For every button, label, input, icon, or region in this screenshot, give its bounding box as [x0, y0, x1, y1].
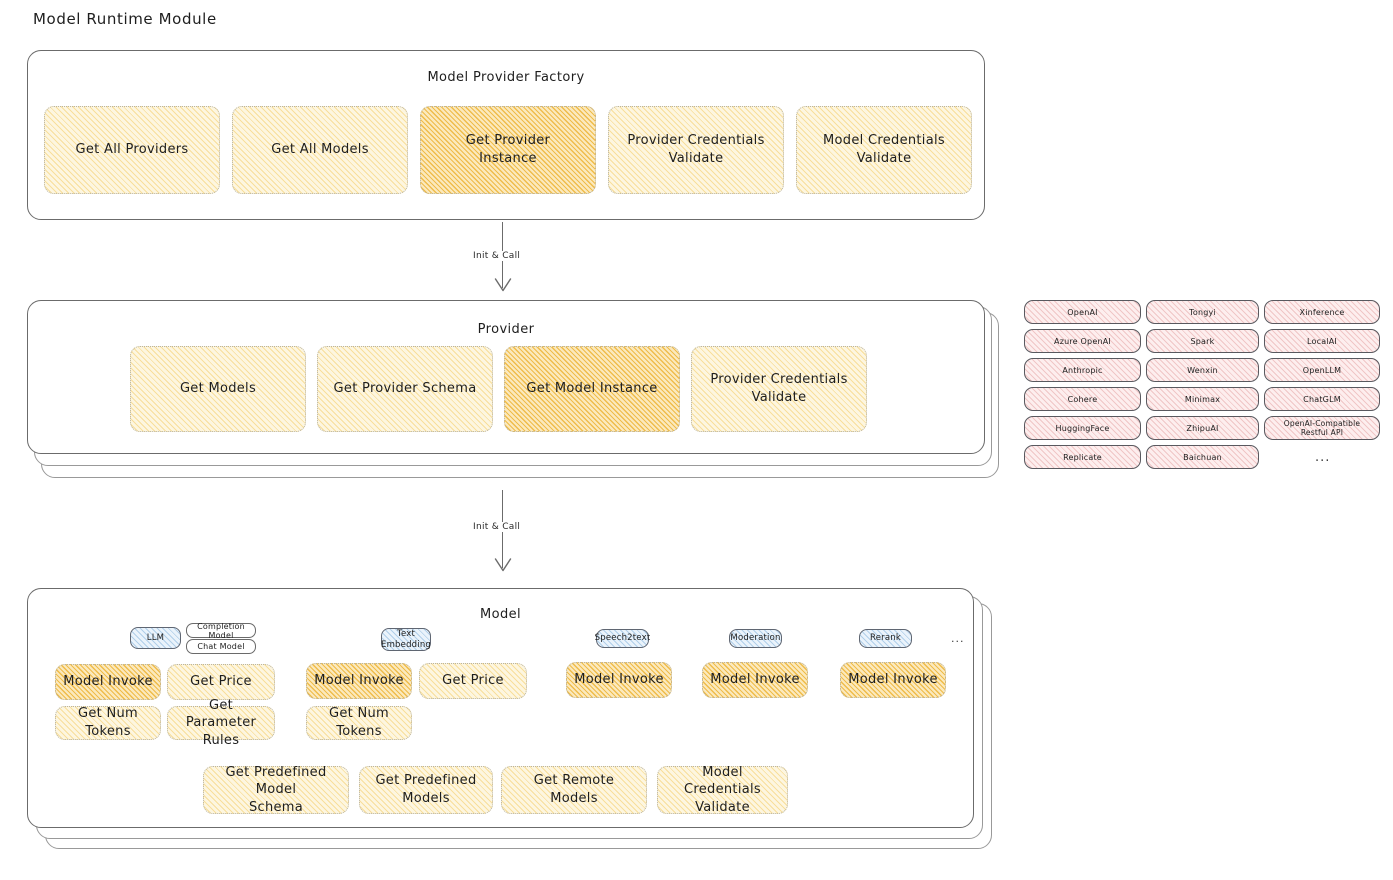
provider-tag-huggingface[interactable]: HuggingFace: [1024, 416, 1141, 440]
connector-1-arrowhead: [494, 278, 512, 292]
provider-tag-tongyi[interactable]: Tongyi: [1146, 300, 1259, 324]
provider-tag-zhipuai[interactable]: ZhipuAI: [1146, 416, 1259, 440]
provider-op-get-provider-schema[interactable]: Get Provider Schema: [317, 346, 493, 432]
page-title: Model Runtime Module: [33, 10, 217, 28]
provider-tag-replicate[interactable]: Replicate: [1024, 445, 1141, 469]
model-op-model-credentials-validate[interactable]: Model Credentials Validate: [657, 765, 788, 815]
connector-1-label: Init & Call: [470, 251, 524, 261]
llm-op-model-invoke[interactable]: Model Invoke: [55, 664, 161, 700]
model-type-badge-rerank[interactable]: Rerank: [859, 629, 912, 648]
provider-tag-spark[interactable]: Spark: [1146, 329, 1259, 353]
llm-op-get-parameter-rules[interactable]: Get Parameter Rules: [167, 698, 275, 748]
speech2text-op-model-invoke[interactable]: Model Invoke: [566, 662, 672, 698]
model-title: Model: [479, 607, 522, 622]
connector-2-label: Init & Call: [470, 522, 524, 532]
model-op-get-predefined-models[interactable]: Get Predefined Models: [359, 766, 493, 814]
provider-tag-openai[interactable]: OpenAI: [1024, 300, 1141, 324]
text-embedding-op-get-price[interactable]: Get Price: [419, 663, 527, 699]
model-op-get-predefined-model-schema[interactable]: Get Predefined Model Schema: [203, 765, 349, 815]
provider-tag-wenxin[interactable]: Wenxin: [1146, 358, 1259, 382]
provider-op-get-models[interactable]: Get Models: [130, 346, 306, 432]
provider-tag-list-more: ...: [1315, 450, 1331, 465]
provider-title: Provider: [477, 322, 535, 337]
factory-op-provider-credentials-validate[interactable]: Provider Credentials Validate: [608, 106, 784, 194]
model-type-badge-speech2text[interactable]: Speech2text: [595, 629, 650, 648]
text-embedding-op-get-num-tokens[interactable]: Get Num Tokens: [306, 706, 412, 740]
provider-tag-minimax[interactable]: Minimax: [1146, 387, 1259, 411]
provider-tag-azure-openai[interactable]: Azure OpenAI: [1024, 329, 1141, 353]
model-provider-factory-title: Model Provider Factory: [427, 70, 585, 85]
factory-op-get-all-models[interactable]: Get All Models: [232, 106, 408, 194]
rerank-op-model-invoke[interactable]: Model Invoke: [840, 662, 946, 698]
model-type-subbadge-chat-model[interactable]: Chat Model: [186, 639, 256, 654]
provider-tag-anthropic[interactable]: Anthropic: [1024, 358, 1141, 382]
llm-op-get-price[interactable]: Get Price: [167, 664, 275, 700]
provider-tag-openai-compatible-restful-api[interactable]: OpenAI-Compatible Restful API: [1264, 416, 1380, 440]
model-type-badge-llm[interactable]: LLM: [130, 627, 181, 649]
factory-op-model-credentials-validate[interactable]: Model Credentials Validate: [796, 106, 972, 194]
provider-tag-openllm[interactable]: OpenLLM: [1264, 358, 1380, 382]
provider-tag-baichuan[interactable]: Baichuan: [1146, 445, 1259, 469]
llm-op-get-num-tokens[interactable]: Get Num Tokens: [55, 706, 161, 740]
factory-op-get-all-providers[interactable]: Get All Providers: [44, 106, 220, 194]
connector-2-arrowhead: [494, 558, 512, 572]
model-types-more: ...: [951, 632, 965, 645]
provider-tag-xinference[interactable]: Xinference: [1264, 300, 1380, 324]
provider-tag-list: OpenAI Azure OpenAI Anthropic Cohere Hug…: [1024, 300, 1380, 475]
model-type-subbadge-completion-model[interactable]: Completion Model: [186, 622, 256, 640]
provider-tag-chatglm[interactable]: ChatGLM: [1264, 387, 1380, 411]
model-op-get-remote-models[interactable]: Get Remote Models: [501, 766, 647, 814]
factory-op-get-provider-instance[interactable]: Get Provider Instance: [420, 106, 596, 194]
moderation-op-model-invoke[interactable]: Model Invoke: [702, 662, 808, 698]
text-embedding-op-model-invoke[interactable]: Model Invoke: [306, 663, 412, 699]
provider-op-provider-credentials-validate[interactable]: Provider Credentials Validate: [691, 346, 867, 432]
model-type-badge-moderation[interactable]: Moderation: [729, 629, 782, 648]
provider-tag-localai[interactable]: LocalAI: [1264, 329, 1380, 353]
provider-tag-cohere[interactable]: Cohere: [1024, 387, 1141, 411]
model-type-badge-text-embedding[interactable]: Text Embedding: [381, 628, 432, 651]
provider-op-get-model-instance[interactable]: Get Model Instance: [504, 346, 680, 432]
